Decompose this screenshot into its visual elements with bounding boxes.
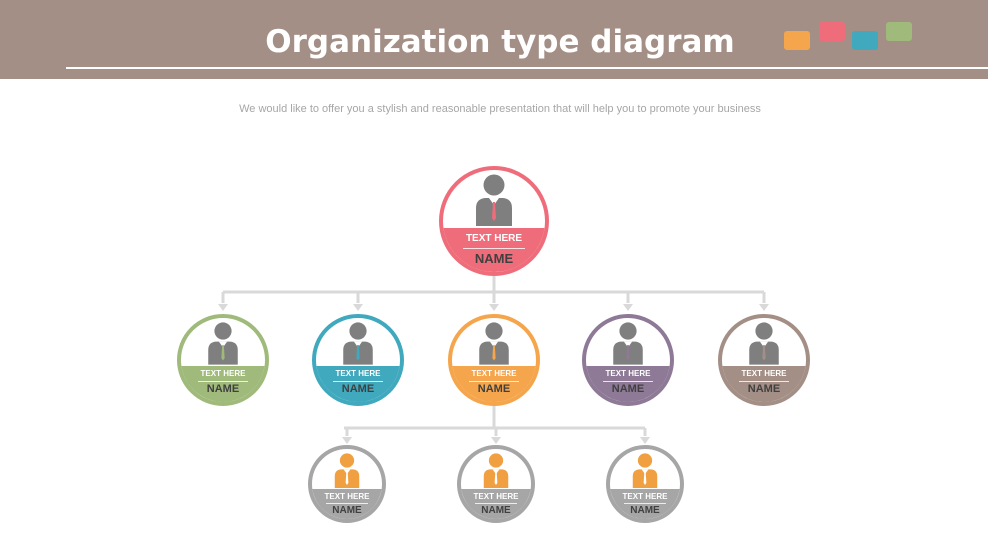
node-name: NAME (477, 383, 511, 395)
level2-node: TEXT HERE NAME (448, 314, 540, 406)
node-band (181, 366, 265, 402)
node-text: TEXT HERE (622, 492, 668, 501)
subtitle: We would like to offer you a stylish and… (239, 103, 761, 115)
level2-node: TEXT HERE NAME (718, 314, 810, 406)
node-band (316, 366, 400, 402)
node-separator (468, 381, 520, 382)
connector-arrow (623, 304, 633, 311)
node-text: TEXT HERE (605, 369, 651, 378)
person-icon (207, 322, 240, 370)
node-band (610, 489, 680, 519)
node-name: NAME (630, 505, 660, 516)
person-icon (631, 453, 658, 493)
top-node: TEXT HERE NAME (439, 166, 549, 276)
node-name: NAME (332, 505, 362, 516)
decor-tile-pink (819, 22, 845, 41)
node-band (461, 489, 531, 519)
node-separator (624, 503, 666, 504)
node-band (722, 366, 806, 402)
level3-node: TEXT HERE NAME (457, 445, 535, 523)
level3-node: TEXT HERE NAME (308, 445, 386, 523)
node-text: TEXT HERE (471, 369, 517, 378)
connector-arrow (489, 304, 499, 311)
person-icon (612, 322, 645, 370)
decor-tile-teal (852, 31, 878, 50)
person-icon (342, 322, 375, 370)
person-icon (482, 453, 509, 493)
node-separator (326, 503, 368, 504)
connector-arrow (342, 437, 352, 444)
level2-node: TEXT HERE NAME (582, 314, 674, 406)
person-icon (474, 174, 514, 231)
connector-arrow (640, 437, 650, 444)
node-text: TEXT HERE (473, 492, 519, 501)
node-name: NAME (747, 383, 781, 395)
person-icon (333, 453, 360, 493)
connector-arrow (218, 304, 228, 311)
node-band (312, 489, 382, 519)
node-separator (197, 381, 249, 382)
node-text: TEXT HERE (465, 233, 523, 244)
node-separator (602, 381, 654, 382)
person-icon (748, 322, 781, 370)
level2-node: TEXT HERE NAME (312, 314, 404, 406)
node-name: NAME (341, 383, 375, 395)
node-text: TEXT HERE (200, 369, 246, 378)
connector-arrow (491, 437, 501, 444)
title-underline (66, 67, 988, 69)
person-icon (478, 322, 511, 370)
level3-node: TEXT HERE NAME (606, 445, 684, 523)
node-band (443, 228, 545, 272)
decor-tile-green (886, 22, 912, 41)
connector-arrow (759, 304, 769, 311)
node-text: TEXT HERE (741, 369, 787, 378)
decor-tile-orange (784, 31, 810, 50)
node-band (452, 366, 536, 402)
node-text: TEXT HERE (324, 492, 370, 501)
level2-node: TEXT HERE NAME (177, 314, 269, 406)
node-separator (475, 503, 517, 504)
connector-arrow (353, 304, 363, 311)
node-name: NAME (206, 383, 240, 395)
node-name: NAME (611, 383, 645, 395)
node-band (586, 366, 670, 402)
node-separator (738, 381, 790, 382)
node-separator (332, 381, 384, 382)
node-name: NAME (481, 505, 511, 516)
page-title: Organization type diagram (265, 24, 735, 60)
title-bar: Organization type diagram (0, 0, 988, 79)
node-name: NAME (474, 251, 514, 266)
node-text: TEXT HERE (335, 369, 381, 378)
node-separator (463, 248, 525, 249)
